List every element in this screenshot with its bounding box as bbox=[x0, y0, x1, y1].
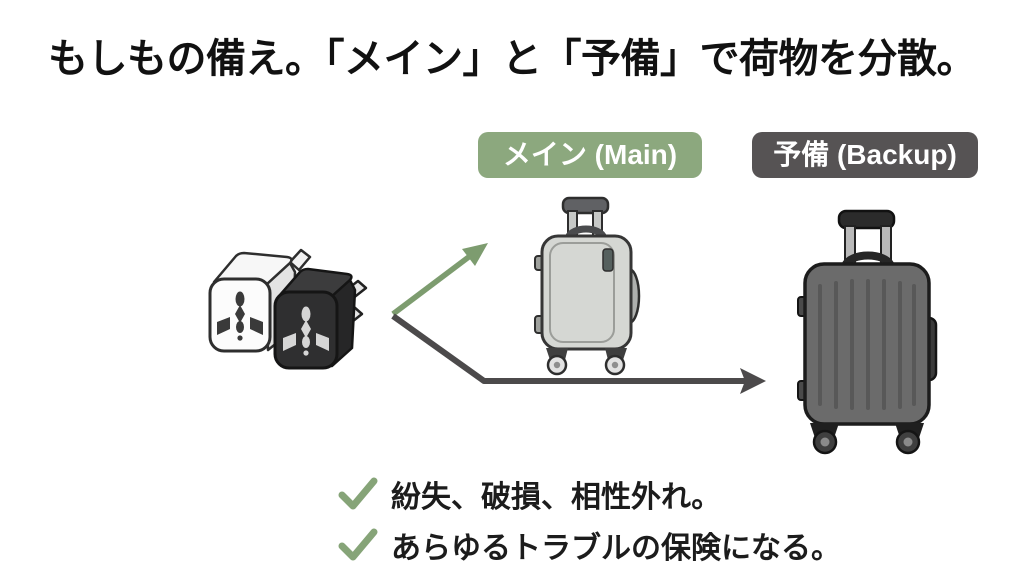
main-arrow bbox=[391, 243, 488, 317]
suitcase-ribs bbox=[818, 279, 916, 410]
backup-label-badge: 予備 (Backup) bbox=[752, 132, 978, 178]
check-icon bbox=[338, 477, 378, 510]
check-icon bbox=[338, 528, 378, 561]
black-adapter-icon bbox=[273, 267, 368, 370]
main-label-badge: メイン (Main) bbox=[478, 132, 702, 178]
large-suitcase-icon bbox=[797, 209, 938, 455]
checklist-item-label: あらゆるトラブルの保険になる。 bbox=[391, 532, 841, 565]
travel-adapters-icon bbox=[208, 248, 368, 370]
checklist-item: 紛失、破損、相性外れ。 bbox=[338, 472, 841, 516]
checklist-item: あらゆるトラブルの保険になる。 bbox=[338, 523, 841, 567]
carry-on-suitcase-icon bbox=[534, 196, 641, 376]
checklist: 紛失、破損、相性外れ。 あらゆるトラブルの保険になる。 bbox=[338, 472, 841, 567]
slide-title: もしもの備え。「メイン」と「予備」で荷物を分散。 bbox=[48, 37, 977, 81]
checklist-item-label: 紛失、破損、相性外れ。 bbox=[391, 481, 722, 514]
backup-arrow bbox=[391, 313, 766, 394]
